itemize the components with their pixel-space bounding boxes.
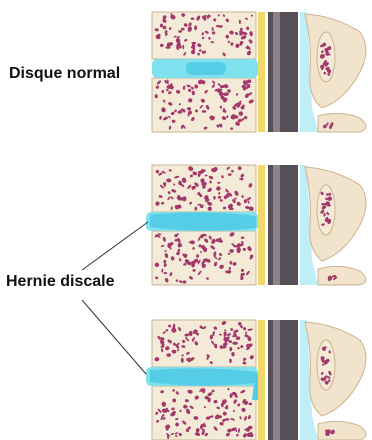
upper-vertebra xyxy=(152,165,256,212)
hernia-pointer-lines xyxy=(82,222,148,374)
intervertebral-disc xyxy=(152,59,258,78)
posterior-process-lower xyxy=(318,266,366,285)
posterior-process-lower xyxy=(318,113,366,132)
upper-vertebra xyxy=(152,320,256,367)
spine-panel-herniated-disc xyxy=(146,320,366,440)
spine-panel-bulging-disc xyxy=(146,165,366,285)
posterior-process xyxy=(305,167,366,285)
spinal-cord xyxy=(268,12,298,132)
spinal-cord xyxy=(268,320,298,440)
disc-nucleus xyxy=(150,212,256,231)
pointer-to-bulging-disc xyxy=(82,222,148,270)
label-herniated-disc: Hernie discale xyxy=(6,273,115,291)
intervertebral-disc xyxy=(146,212,258,231)
upper-vertebra xyxy=(152,12,256,59)
spine-panels xyxy=(146,12,366,440)
posterior-process xyxy=(305,322,366,440)
lower-vertebra xyxy=(152,78,256,132)
pointer-to-herniated-disc xyxy=(82,300,146,374)
ligament xyxy=(258,320,265,440)
ligament xyxy=(258,12,265,132)
posterior-process xyxy=(305,14,366,132)
disc-nucleus xyxy=(186,62,226,75)
ligament xyxy=(258,165,265,285)
lower-vertebra xyxy=(152,386,256,440)
spine-panel-normal-disc xyxy=(152,12,366,132)
spinal-cord xyxy=(268,165,298,285)
lower-vertebra xyxy=(152,231,256,285)
label-normal-disc: Disque normal xyxy=(9,65,120,83)
